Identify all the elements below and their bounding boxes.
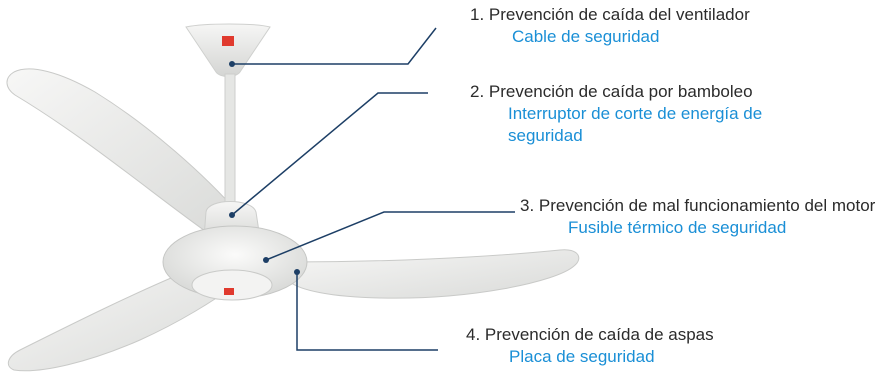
callout-3-subtitle: Fusible térmico de seguridad	[568, 218, 787, 238]
callout-2-subtitle: Interruptor de corte de energía de segur…	[508, 104, 763, 146]
callout-4-title: 4. Prevención de caída de aspas	[466, 325, 714, 344]
callout-blade-fall-prevention: 4. Prevención de caída de aspas Placa de…	[466, 324, 886, 368]
fan-blade-left	[6, 68, 241, 239]
leader-dot-3	[263, 257, 269, 263]
callout-2-title: 2. Prevención de caída por bamboleo	[470, 82, 753, 101]
motor-bottom-cap	[191, 269, 273, 301]
fan-canopy	[185, 23, 271, 77]
callout-1-title: 1. Prevención de caída del ventilador	[470, 5, 750, 24]
leader-line-3	[265, 211, 515, 261]
fan-blade-right	[289, 249, 580, 299]
callout-1-subtitle: Cable de seguridad	[512, 27, 660, 47]
callout-wobble-fall-prevention: 2. Prevención de caída por bamboleo Inte…	[470, 81, 850, 147]
fan-downrod	[224, 73, 236, 205]
leader-line-1	[232, 27, 437, 65]
callout-4-subtitle: Placa de seguridad	[509, 347, 655, 367]
fan-blade-lower-left	[7, 267, 236, 372]
leader-line-4	[296, 272, 438, 351]
leader-dot-1	[229, 61, 235, 67]
leader-dot-4	[294, 269, 300, 275]
leader-dot-2	[229, 212, 235, 218]
callout-motor-malfunction-prevention: 3. Prevención de mal funcionamiento del …	[520, 195, 892, 239]
leader-line-2	[231, 92, 428, 216]
canopy-logo-badge	[222, 36, 234, 46]
callout-3-title: 3. Prevención de mal funcionamiento del …	[520, 196, 876, 215]
motor-logo-badge	[224, 288, 234, 295]
callout-fan-fall-prevention: 1. Prevención de caída del ventilador Ca…	[470, 4, 890, 48]
